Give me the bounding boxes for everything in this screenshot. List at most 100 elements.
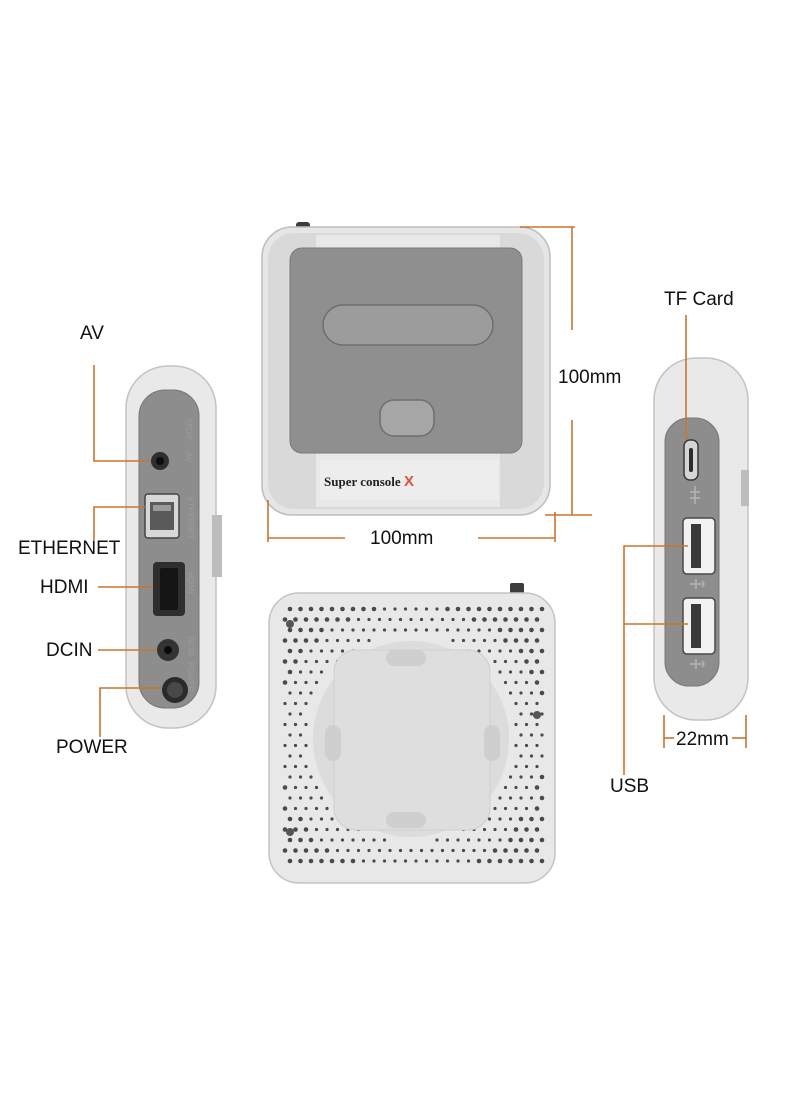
- vent-hole: [435, 607, 439, 611]
- vent-hole: [288, 733, 292, 737]
- vent-hole: [308, 627, 314, 633]
- vent-hole: [304, 680, 308, 685]
- vent-hole: [324, 848, 330, 853]
- vent-hole: [293, 827, 298, 832]
- vent-hole: [534, 659, 540, 664]
- vent-hole: [304, 659, 308, 664]
- vent-hole: [498, 817, 502, 821]
- vent-hole: [477, 628, 481, 632]
- vent-hole: [514, 659, 518, 664]
- vent-hole: [534, 806, 540, 811]
- vent-hole: [298, 775, 303, 779]
- vent-hole: [539, 795, 545, 801]
- vent-hole: [498, 649, 502, 653]
- vent-hole: [340, 649, 345, 653]
- vent-hole: [524, 680, 529, 685]
- vent-hole: [514, 701, 518, 706]
- vent-hole: [540, 712, 544, 716]
- vent-hole: [314, 785, 319, 790]
- vent-hole: [435, 628, 439, 632]
- silkscreen-hdmi: HDMI: [186, 572, 195, 593]
- vent-hole: [382, 838, 387, 842]
- vent-hole: [472, 638, 476, 643]
- console-left-side-view: SPDIF AV ETHERNET HDMI DCIN POWER: [125, 365, 222, 729]
- vent-hole: [351, 838, 355, 842]
- vent-hole: [529, 606, 534, 612]
- vent-hole: [513, 848, 519, 853]
- vent-hole: [298, 648, 303, 654]
- vent-hole: [293, 680, 298, 685]
- depth-dimension-label: 22mm: [676, 729, 729, 750]
- vent-hole: [288, 712, 292, 716]
- vent-hole: [303, 848, 309, 853]
- bottom-foot-left: [325, 725, 341, 761]
- vent-hole: [503, 680, 508, 685]
- vent-hole: [282, 848, 288, 853]
- vent-hole: [414, 859, 418, 863]
- silkscreen-av: AV: [184, 452, 193, 463]
- vent-hole: [293, 848, 298, 853]
- vent-hole: [329, 858, 335, 864]
- vent-hole: [409, 848, 413, 853]
- left-edge-tab: [212, 515, 222, 577]
- vent-hole: [282, 785, 288, 790]
- vent-hole: [487, 606, 492, 612]
- screw-hole: [286, 620, 294, 628]
- vent-hole: [440, 617, 445, 622]
- vent-hole: [319, 858, 324, 864]
- vent-hole: [514, 743, 518, 748]
- vent-hole: [346, 638, 350, 643]
- vent-hole: [356, 638, 361, 643]
- vent-hole: [466, 859, 471, 863]
- vent-hole: [314, 806, 319, 811]
- vent-hole: [492, 617, 498, 622]
- vent-hole: [350, 858, 356, 864]
- vent-hole: [503, 806, 508, 811]
- vent-hole: [319, 627, 324, 633]
- bottom-foot-bottom: [386, 812, 426, 828]
- vent-hole: [319, 649, 324, 653]
- vent-hole: [287, 606, 293, 612]
- vent-hole: [529, 858, 534, 864]
- vent-hole: [350, 606, 356, 612]
- usb-leader: [623, 545, 688, 775]
- vent-hole: [513, 638, 519, 643]
- vent-hole: [288, 754, 292, 758]
- vent-hole: [308, 606, 314, 612]
- vent-hole: [508, 858, 513, 864]
- vent-hole: [508, 670, 513, 674]
- vent-hole: [303, 827, 309, 832]
- ethernet-label: ETHERNET: [18, 538, 121, 559]
- vent-hole: [288, 796, 292, 800]
- vent-hole: [309, 817, 313, 821]
- vent-hole: [466, 838, 471, 842]
- vent-hole: [414, 628, 418, 632]
- vent-hole: [535, 701, 539, 706]
- vent-hole: [513, 827, 519, 832]
- vent-hole: [445, 838, 450, 842]
- vent-hole: [314, 848, 319, 853]
- vent-hole: [393, 859, 397, 863]
- vent-hole: [445, 628, 450, 632]
- bottom-foot-top: [386, 650, 426, 666]
- vent-hole: [529, 627, 534, 633]
- vent-hole: [282, 638, 288, 643]
- vent-hole: [487, 649, 492, 653]
- vent-hole: [514, 806, 518, 811]
- vent-hole: [372, 628, 376, 632]
- vent-hole: [351, 628, 355, 632]
- vent-hole: [456, 859, 460, 863]
- screw-hole: [533, 711, 541, 719]
- vent-hole: [508, 817, 513, 821]
- left-port-panel: [138, 389, 200, 709]
- vent-hole: [424, 628, 429, 632]
- right-edge-tab: [741, 470, 749, 506]
- vent-hole: [361, 859, 366, 863]
- top-button: [379, 399, 435, 437]
- vent-hole: [335, 848, 340, 853]
- vent-hole: [314, 680, 319, 685]
- vent-hole: [298, 712, 303, 716]
- vent-hole: [529, 837, 534, 843]
- vent-hole: [430, 848, 434, 853]
